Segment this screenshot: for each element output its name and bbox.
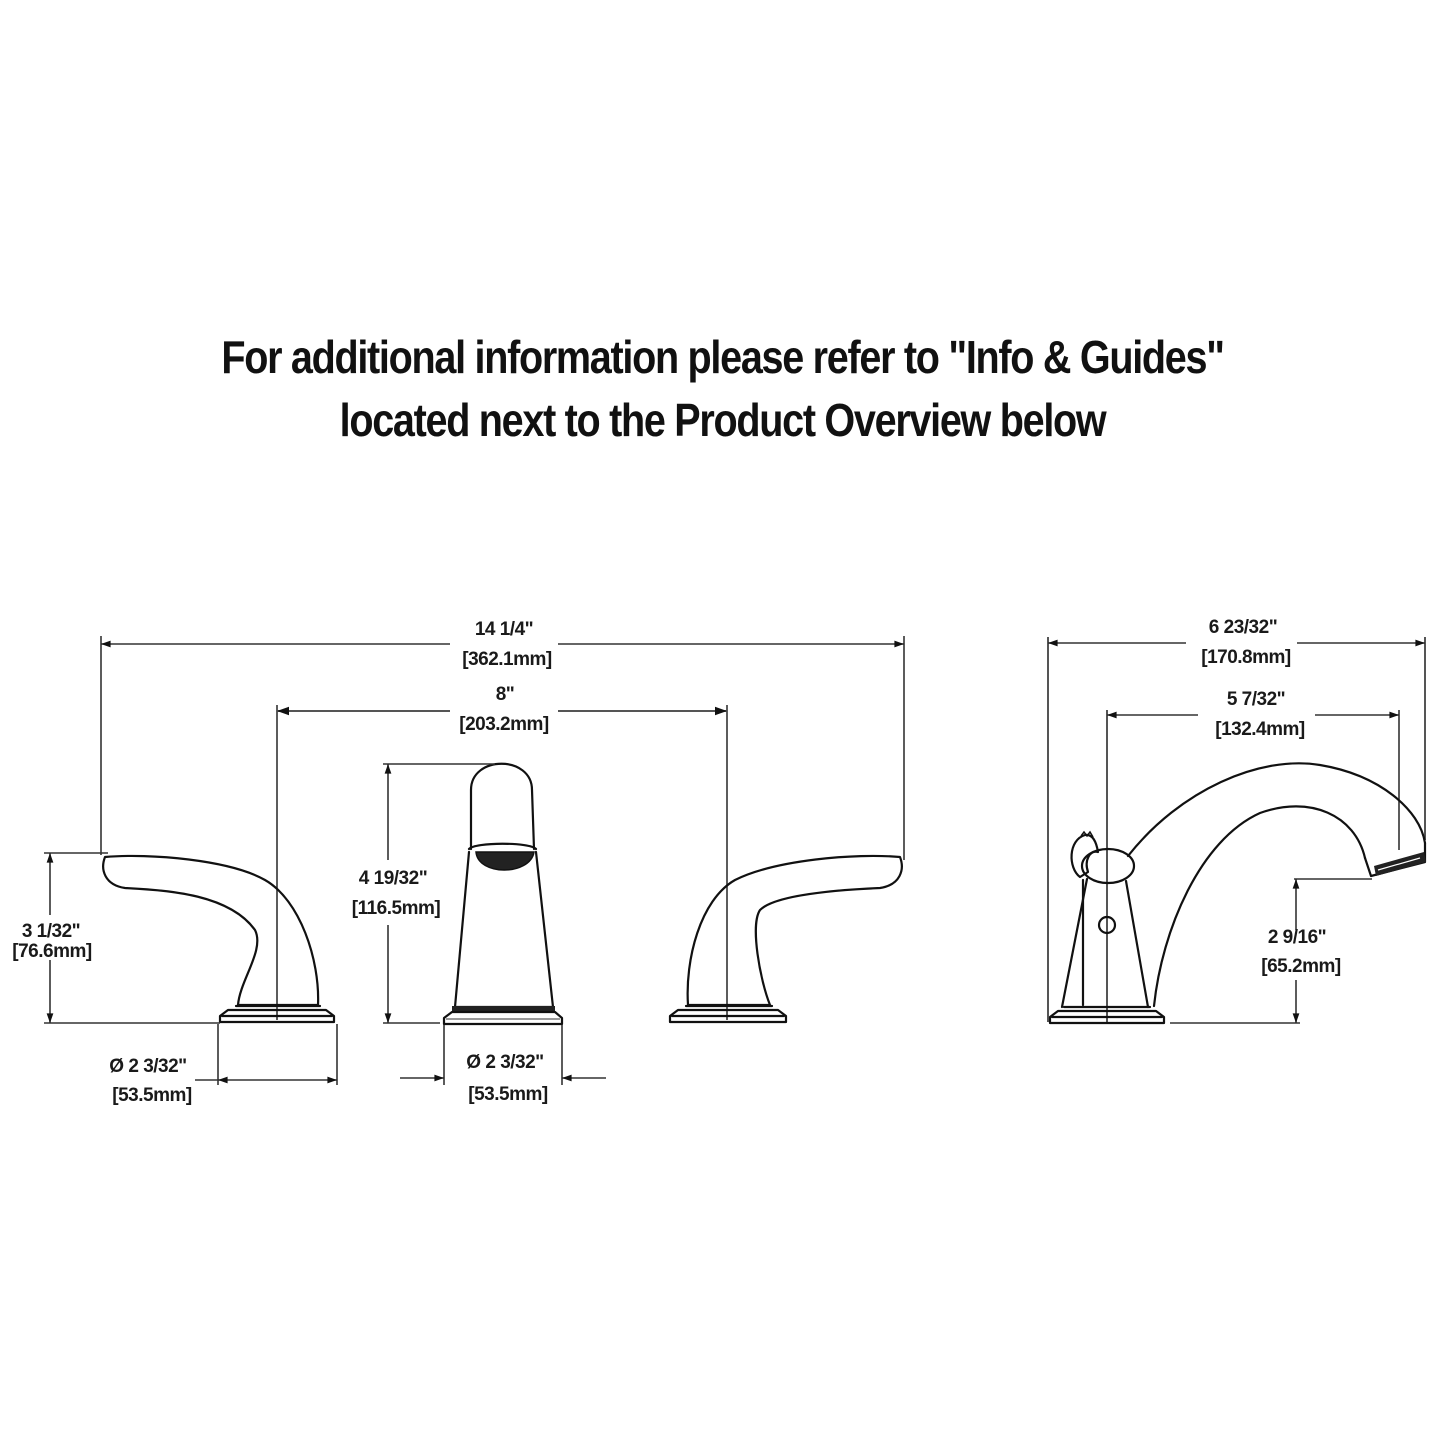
handle-height-imperial: 3 1/32" [22, 921, 80, 942]
left-handle-drawing [102, 854, 336, 1024]
aerator-clearance-dimension: 2 9/16" [65.2mm] [1170, 878, 1372, 1024]
handle-base-diameter-imperial: Ø 2 3/32" [109, 1056, 186, 1077]
right-handle-drawing [668, 854, 903, 1024]
overall-depth-dimension: 6 23/32" [170.8mm] [1047, 617, 1426, 1022]
aerator-clearance-imperial: 2 9/16" [1268, 927, 1326, 948]
headline-line-2: located next to the Product Overview bel… [339, 394, 1107, 446]
side-view: 6 23/32" [170.8mm] 5 7/32" [132.4mm] [1047, 617, 1427, 1025]
handle-height-metric: [76.6mm] [12, 941, 92, 962]
spout-base-diameter-metric: [53.5mm] [468, 1084, 548, 1105]
aerator-clearance-metric: [65.2mm] [1261, 956, 1341, 977]
spout-height-dimension: 4 19/32" [116.5mm] [352, 763, 495, 1024]
spout-base-diameter-imperial: Ø 2 3/32" [466, 1052, 543, 1073]
handle-base-diameter-dimension: Ø 2 3/32" [53.5mm] [109, 1024, 338, 1106]
spout-height-metric: [116.5mm] [352, 898, 441, 919]
handle-height-dimension: 3 1/32" [76.6mm] [12, 852, 220, 1024]
center-spread-dimension: 8" [203.2mm] [276, 684, 728, 1020]
handle-base-diameter-metric: [53.5mm] [112, 1085, 192, 1106]
spout-height-imperial: 4 19/32" [359, 868, 427, 889]
spout-reach-imperial: 5 7/32" [1227, 689, 1285, 710]
spout-base-diameter-dimension: Ø 2 3/32" [53.5mm] [400, 1025, 606, 1105]
front-view: 14 1/4" [362.1mm] 8" [203.2mm] 3 1/32" [12, 619, 905, 1106]
spout-reach-dimension: 5 7/32" [132.4mm] [1106, 689, 1400, 1022]
headline-line-1: For additional information please refer … [221, 331, 1225, 383]
center-spread-metric: [203.2mm] [459, 714, 549, 735]
overall-width-metric: [362.1mm] [462, 649, 552, 670]
overall-depth-metric: [170.8mm] [1201, 647, 1291, 668]
center-spread-imperial: 8" [496, 684, 515, 705]
overall-width-dimension: 14 1/4" [362.1mm] [100, 619, 905, 860]
overall-width-imperial: 14 1/4" [475, 619, 533, 640]
spout-reach-metric: [132.4mm] [1215, 719, 1305, 740]
spout-side-drawing [1048, 762, 1427, 1025]
overall-depth-imperial: 6 23/32" [1209, 617, 1277, 638]
spout-front-drawing [442, 762, 564, 1026]
